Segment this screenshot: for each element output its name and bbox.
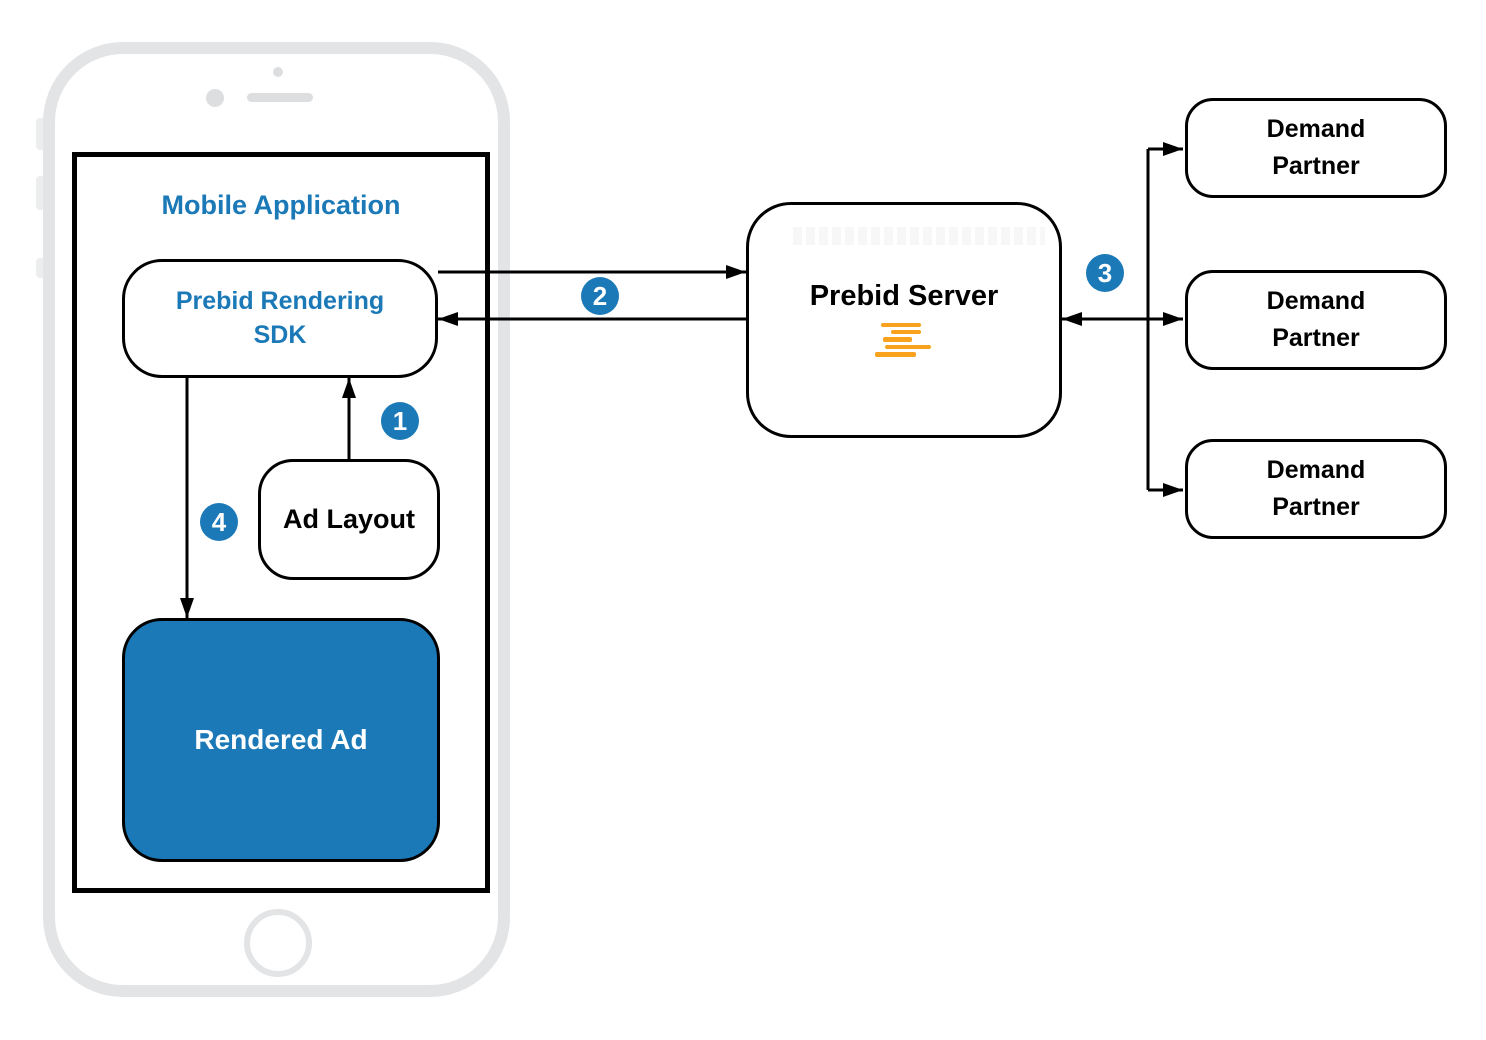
mobile-application-title: Mobile Application — [161, 190, 401, 220]
phone-home-button — [244, 909, 312, 977]
prebid-server-box: Prebid Server — [746, 202, 1062, 438]
phone-mute-switch — [36, 118, 45, 150]
phone-speaker-icon — [247, 93, 313, 102]
step-badge-2: 2 — [581, 277, 619, 315]
demand-partner-box-2: Demand Partner — [1185, 270, 1447, 370]
phone-volume-down-button — [36, 258, 45, 278]
server-watermark-artifact — [793, 227, 1045, 245]
phone-sensor-dot-icon — [206, 89, 224, 107]
prebid-rendering-sdk-box: Prebid Rendering SDK — [122, 259, 438, 378]
step-badge-3: 3 — [1086, 254, 1124, 292]
demand-partner-box-1: Demand Partner — [1185, 98, 1447, 198]
prebid-server-label: Prebid Server — [809, 279, 999, 312]
rendered-ad-box: Rendered Ad — [122, 618, 440, 862]
step-badge-4: 4 — [200, 503, 238, 541]
prebid-logo-icon — [875, 322, 933, 361]
ad-layout-box: Ad Layout — [258, 459, 440, 580]
step-badge-1: 1 — [381, 402, 419, 440]
demand-partner-box-3: Demand Partner — [1185, 439, 1447, 539]
phone-volume-up-button — [36, 176, 45, 210]
phone-camera-dot-icon — [273, 67, 283, 77]
